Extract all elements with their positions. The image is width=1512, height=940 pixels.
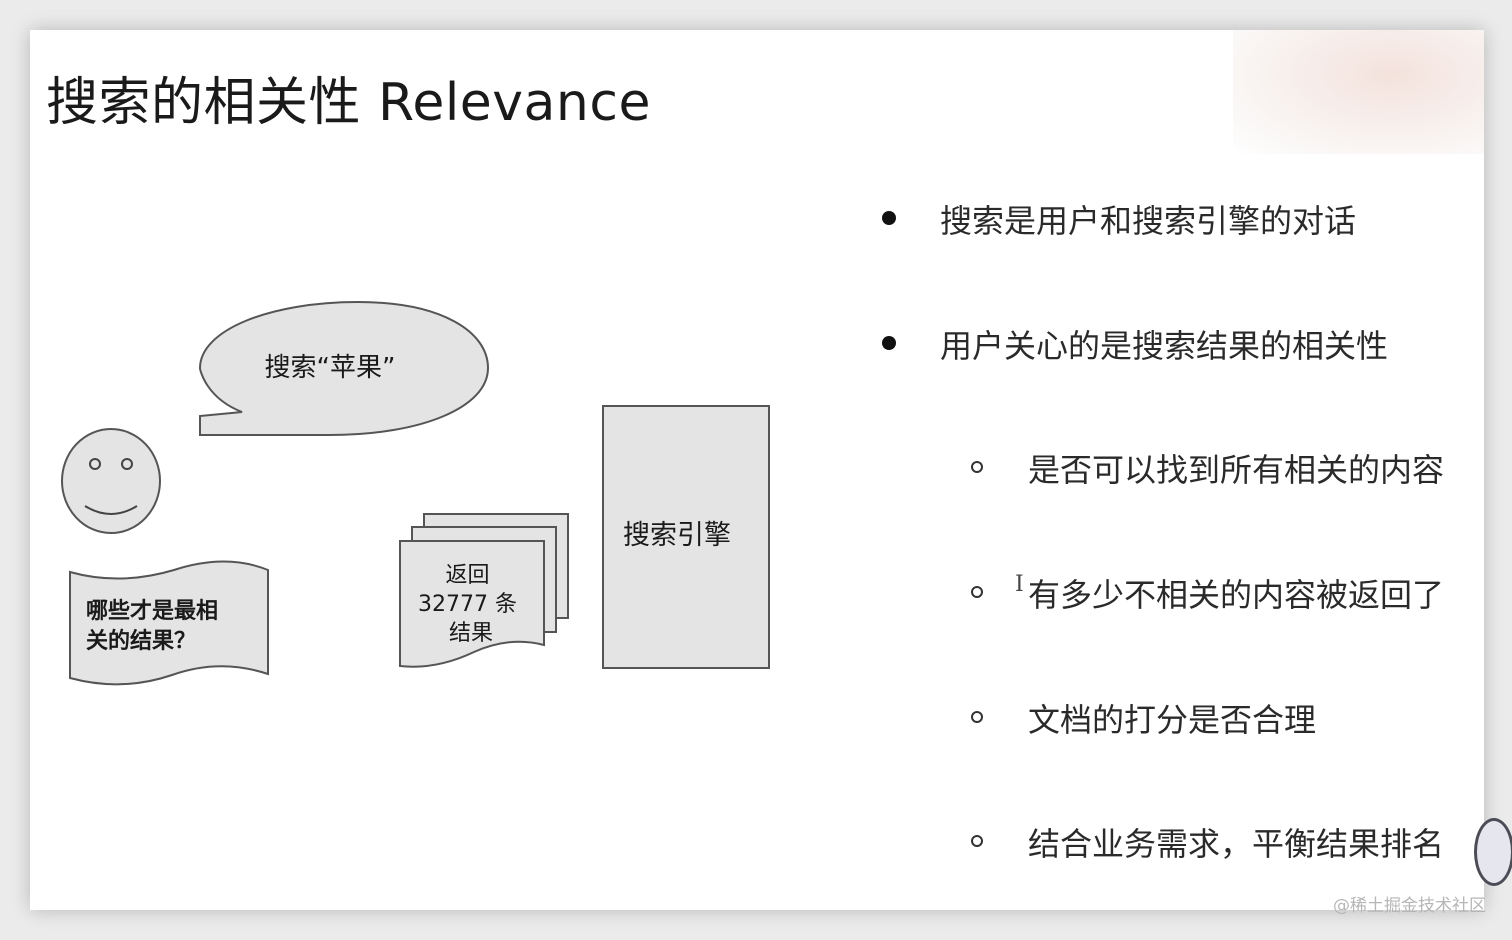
bullet-dot-icon [882,211,896,225]
presenter-avatar-edge [1474,818,1512,886]
search-engine-box [602,405,770,669]
question-text: 哪些才是最相 关的结果？ [86,598,226,654]
results-line-1: 返回 [445,563,489,588]
sub-bullet-item-3: 文档的打分是否合理 [1028,701,1317,739]
watermark-text: @稀土掘金技术社区 [1333,896,1486,916]
bullet-item-2: 用户关心的是搜索结果的相关性 [940,327,1389,365]
sub-bullet-circle-icon [971,586,983,598]
sub-bullet-circle-icon [971,461,983,473]
slide-title: 搜索的相关性 Relevance [46,73,651,133]
results-line-2: 32777 条 [418,592,517,617]
slide: 搜索的相关性 Relevance 搜索“苹果” 哪些才是最相 关的结果？ 返回 … [30,30,1484,910]
results-text: 返回 32777 条 结果 [418,563,524,646]
sub-bullet-item-4: 结合业务需求，平衡结果排名 [1028,825,1445,863]
question-line-1: 哪些才是最相 [86,598,218,624]
sub-bullet-item-1: 是否可以找到所有相关的内容 [1028,451,1445,489]
bullet-list: 搜索是用户和搜索引擎的对话 用户关心的是搜索结果的相关性 是否可以找到所有相关的… [30,30,1484,910]
text-cursor-icon: I [1015,572,1024,597]
results-line-3: 结果 [449,621,493,646]
sub-bullet-circle-icon [971,711,983,723]
sub-bullet-item-2: 有多少不相关的内容被返回了 [1028,576,1445,614]
webcam-overlay [1233,30,1484,154]
question-line-2: 关的结果？ [86,628,196,654]
results-document-stack [399,513,569,668]
bullet-dot-icon [882,336,896,350]
question-banner [69,560,269,686]
bullet-item-1: 搜索是用户和搜索引擎的对话 [940,202,1357,240]
speech-bubble-text: 搜索“苹果” [265,353,396,383]
smiley-face-icon [61,428,161,534]
sub-bullet-circle-icon [971,835,983,847]
relevance-diagram: 搜索“苹果” 哪些才是最相 关的结果？ 返回 32777 条 结果 搜索引擎 [61,300,770,686]
search-engine-label: 搜索引擎 [623,520,731,551]
speech-bubble [198,300,490,436]
